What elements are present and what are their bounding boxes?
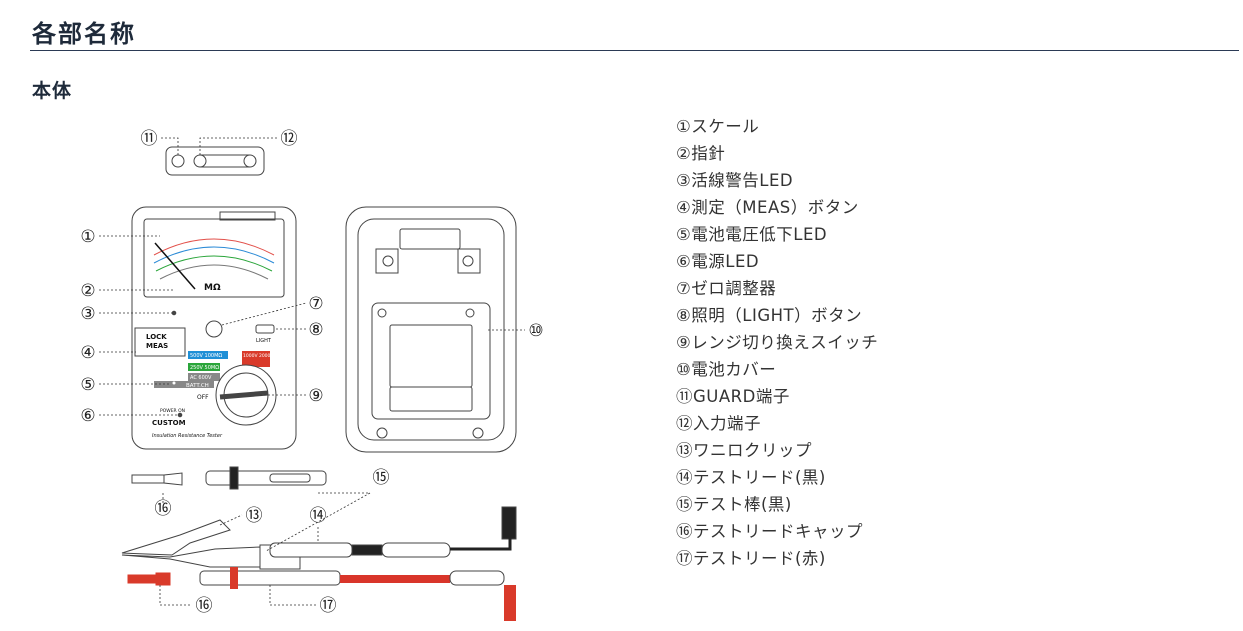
list-item: ③活線警告LED bbox=[676, 171, 794, 190]
list-item: ⑧照明（LIGHT）ボタン bbox=[676, 306, 863, 325]
list-item: ⑭テストリード(黒) bbox=[676, 468, 826, 487]
section-title: 本体 bbox=[32, 80, 73, 102]
range-1000v bbox=[242, 351, 270, 367]
test-probe-black bbox=[205, 470, 327, 486]
lead-cap-red bbox=[127, 574, 159, 584]
off-label: OFF bbox=[197, 394, 209, 401]
callout-7: ⑦ bbox=[308, 294, 323, 314]
list-item: ⑮テスト棒(黒) bbox=[676, 495, 792, 514]
list-item: ⑰テストリード(赤) bbox=[676, 549, 826, 568]
callout-9: ⑨ bbox=[308, 386, 323, 406]
callout-17: ⑰ bbox=[320, 596, 337, 616]
range-1000v-label: 1000V 2000MΩ bbox=[243, 353, 278, 359]
list-item: ①スケール bbox=[676, 117, 760, 136]
brand-label: CUSTOM bbox=[152, 419, 186, 427]
parts-list: ①スケール ②指針 ③活線警告LED ④測定（MEAS）ボタン ⑤電池電圧低下L… bbox=[676, 113, 878, 572]
power-on-label: POWER ON bbox=[160, 408, 185, 414]
callout-16-bottom: ⑯ bbox=[196, 596, 213, 616]
list-item: ⑪GUARD端子 bbox=[676, 387, 790, 406]
list-item: ⑯テストリードキャップ bbox=[676, 522, 863, 541]
range-500v bbox=[188, 351, 228, 359]
terminal-block bbox=[165, 146, 265, 176]
meas-label: MEAS bbox=[146, 342, 168, 350]
list-item: ⑬ワニロクリップ bbox=[676, 441, 812, 460]
meas-button bbox=[134, 327, 186, 357]
callout-15: ⑮ bbox=[373, 468, 390, 488]
callout-12: ⑫ bbox=[281, 129, 298, 149]
list-item: ⑨レンジ切り換えスイッチ bbox=[676, 333, 879, 352]
callout-13: ⑬ bbox=[246, 506, 263, 526]
callout-3: ③ bbox=[80, 304, 95, 324]
callout-11: ⑪ bbox=[141, 129, 158, 149]
callout-4: ④ bbox=[80, 343, 95, 363]
test-lead-black bbox=[269, 542, 353, 558]
battery-cover bbox=[371, 302, 491, 420]
range-250v bbox=[188, 363, 220, 371]
callout-16-top: ⑯ bbox=[155, 499, 172, 519]
power-led bbox=[177, 412, 183, 418]
list-item: ⑥電源LED bbox=[676, 252, 760, 271]
list-item: ⑩電池カバー bbox=[676, 360, 777, 379]
lead-cap-black bbox=[131, 474, 165, 484]
list-item: ⑫入力端子 bbox=[676, 414, 761, 433]
ac-600v-label: AC 600V bbox=[190, 375, 212, 381]
light-label: LIGHT bbox=[256, 338, 272, 344]
meter-scale bbox=[143, 218, 285, 298]
light-button bbox=[255, 324, 275, 334]
live-warning-led bbox=[171, 310, 177, 316]
callout-1: ① bbox=[80, 227, 95, 247]
list-item: ④測定（MEAS）ボタン bbox=[676, 198, 859, 217]
callout-6: ⑥ bbox=[80, 406, 95, 426]
low-battery-led bbox=[172, 381, 176, 385]
zero-adjuster bbox=[205, 320, 223, 338]
page-title: 各部名称 bbox=[32, 20, 136, 48]
callout-5: ⑤ bbox=[80, 375, 95, 395]
tester-back bbox=[345, 206, 517, 453]
meter-needle bbox=[154, 242, 196, 290]
lock-label: LOCK bbox=[146, 333, 167, 341]
callout-2: ② bbox=[80, 281, 95, 301]
callout-10: ⑩ bbox=[528, 321, 543, 341]
list-item: ⑤電池電圧低下LED bbox=[676, 225, 828, 244]
list-item: ②指針 bbox=[676, 144, 726, 163]
title-divider bbox=[30, 50, 1239, 51]
alligator-clip bbox=[121, 519, 231, 556]
range-500v-label: 500V 100MΩ bbox=[190, 353, 222, 359]
callout-14: ⑭ bbox=[310, 506, 327, 526]
device-diagram: MΩ LOCK MEAS 500V 100MΩ 250V 50MΩ 1000V … bbox=[70, 115, 560, 625]
batt-ch-label: BATT.CH bbox=[186, 383, 209, 389]
mohm-label: MΩ bbox=[204, 283, 221, 293]
range-250v-label: 250V 50MΩ bbox=[190, 365, 219, 371]
model-label: Insulation Resistance Tester bbox=[152, 433, 223, 439]
callout-8: ⑧ bbox=[308, 320, 323, 340]
test-lead-red bbox=[199, 570, 341, 586]
list-item: ⑦ゼロ調整器 bbox=[676, 279, 777, 298]
